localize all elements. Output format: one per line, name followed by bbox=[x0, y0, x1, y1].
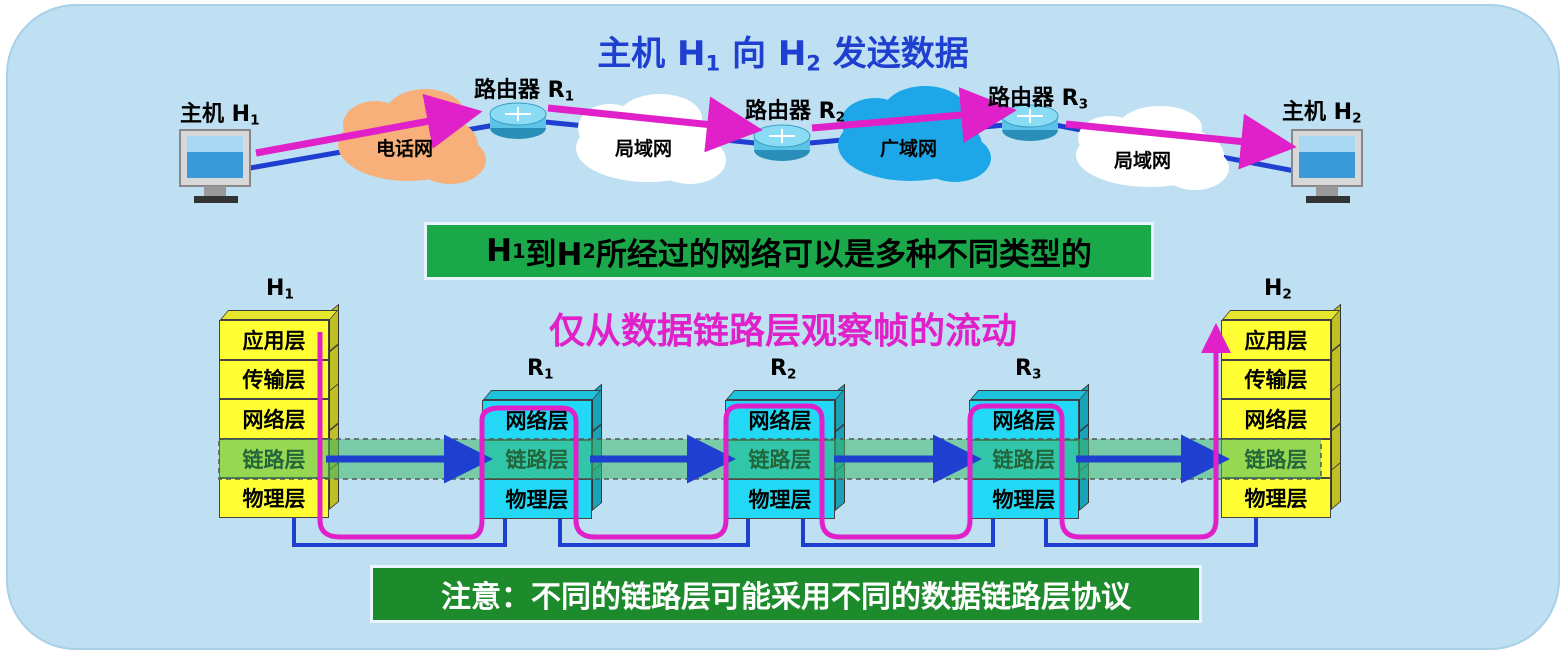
h2-stack-label: H2 bbox=[1264, 276, 1292, 303]
cloud-lan1-label: 局域网 bbox=[615, 138, 673, 160]
layer-h2-4: 物理层 bbox=[1221, 478, 1331, 518]
flow-arrow bbox=[547, 96, 763, 153]
cloud-wan bbox=[838, 86, 991, 182]
router2-label: 路由器 R2 bbox=[745, 99, 846, 126]
frame-flow-subtitle: 仅从数据链路层观察帧的流动 bbox=[548, 311, 1017, 352]
page-title: 主机 H1 向 H2 发送数据 bbox=[597, 34, 969, 76]
flow-arrow bbox=[1065, 113, 1297, 170]
layer-h2-0: 应用层 bbox=[1221, 320, 1331, 360]
physical-link bbox=[801, 518, 995, 547]
computer-icon bbox=[1291, 129, 1363, 203]
router-icon bbox=[753, 124, 811, 161]
layer-r2-2: 物理层 bbox=[725, 479, 835, 519]
router3-label: 路由器 R3 bbox=[988, 86, 1089, 113]
physical-link bbox=[558, 518, 750, 547]
cloud-lan2 bbox=[1076, 106, 1229, 190]
r2-stack-label: R2 bbox=[770, 356, 797, 383]
layer-h2-1: 传输层 bbox=[1221, 359, 1331, 400]
layer-h2-2: 网络层 bbox=[1221, 399, 1331, 439]
flow-arrow bbox=[811, 87, 1017, 143]
cloud-lan2-label: 局域网 bbox=[1114, 150, 1172, 172]
cloud-phone-label: 电话网 bbox=[376, 138, 434, 160]
frame-flow-path bbox=[317, 323, 1231, 540]
cloud-wan-label: 广域网 bbox=[880, 138, 938, 160]
layer-h1-0: 应用层 bbox=[219, 320, 329, 360]
note-link-protocols: 注意：不同的链路层可能采用不同的数据链路层协议 bbox=[370, 565, 1202, 623]
physical-link bbox=[1044, 518, 1258, 547]
physical-link bbox=[292, 518, 507, 547]
r1-stack-label: R1 bbox=[527, 356, 554, 383]
layer-h1-1: 传输层 bbox=[219, 359, 329, 400]
layer-r1-2: 物理层 bbox=[482, 479, 592, 519]
r3-stack-label: R3 bbox=[1015, 356, 1042, 383]
router1-label: 路由器 R1 bbox=[474, 78, 575, 105]
flow-arrow bbox=[255, 93, 483, 157]
h1-stack-label: H1 bbox=[266, 276, 294, 303]
router-icon bbox=[489, 102, 547, 139]
host1-label: 主机 H1 bbox=[180, 102, 260, 129]
layer-r3-2: 物理层 bbox=[969, 479, 1079, 519]
host2-label: 主机 H2 bbox=[1282, 100, 1362, 127]
layer-h1-4: 物理层 bbox=[219, 478, 329, 518]
computer-icon bbox=[179, 129, 251, 203]
